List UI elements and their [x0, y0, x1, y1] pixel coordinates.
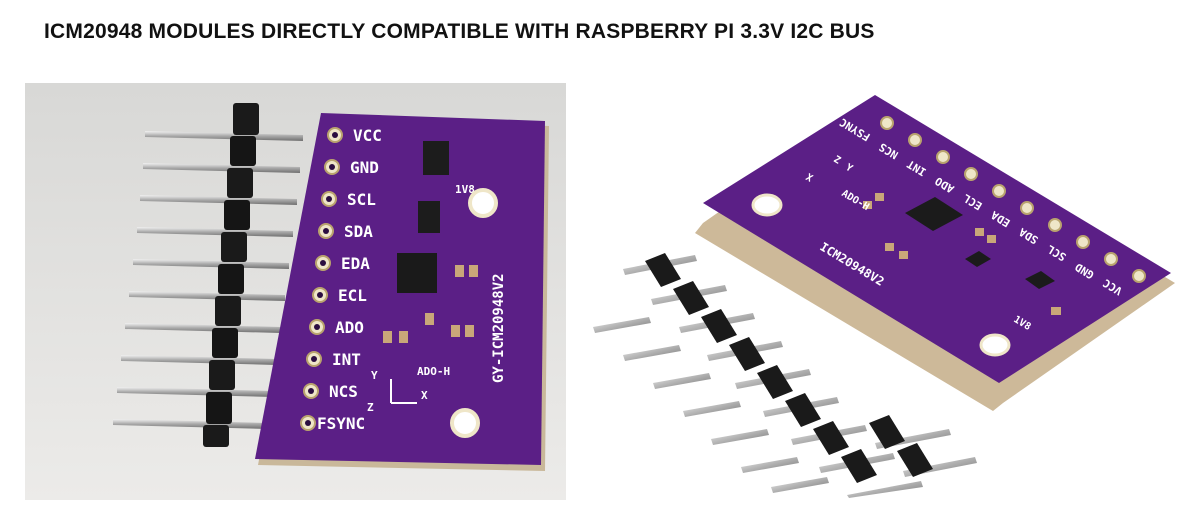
pin-label-int: INT: [332, 350, 361, 369]
icm20948-chip-angled: [905, 197, 963, 231]
axis-x-label: X: [421, 389, 428, 402]
axis-y-label: Y: [371, 369, 378, 382]
axis-z-label: Z: [367, 401, 374, 414]
mounting-hole-left: [751, 193, 783, 217]
regulator-chip: [423, 141, 449, 175]
pin-label-vcc: VCC: [353, 126, 382, 145]
axis-y-label-angled: Y: [843, 162, 854, 175]
pin-label-sda: SDA: [344, 222, 373, 241]
pin-header-plastic: [203, 103, 259, 447]
regulator-label: 1V8: [455, 183, 475, 196]
axis-x-label-angled: X: [803, 172, 814, 185]
mounting-hole-top: [468, 188, 498, 218]
pin-label-ecl: ECL: [338, 286, 367, 305]
pin-label-scl: SCL: [347, 190, 376, 209]
axis-z-label-angled: Z: [831, 154, 842, 167]
mounting-hole-right: [979, 333, 1011, 357]
pin-pads-angled: [880, 116, 1146, 283]
page-title: ICM20948 MODULES DIRECTLY COMPATIBLE WIT…: [44, 20, 875, 43]
pin-label-ncs: NCS: [329, 382, 358, 401]
pin-label-gnd: GND: [350, 158, 379, 177]
model-label: GY-ICM20948V2: [491, 273, 507, 383]
mounting-hole-bottom: [450, 408, 480, 438]
pin-label-fsync: FSYNC: [317, 414, 365, 433]
pin-header: [113, 131, 303, 429]
pin-label-eda: EDA: [341, 254, 370, 273]
module-photo-angled: ICM20948V2 ADO-H 1V8 X Y Z VCC GND SCL S…: [575, 83, 1185, 503]
module-photo-front: VCC GND SCL SDA EDA ECL ADO INT NCS FSYN…: [25, 83, 566, 500]
pin-header-angled: [593, 253, 977, 498]
level-shifter-chip: [418, 201, 440, 233]
pin-label-ado: ADO: [335, 318, 364, 337]
axis-diagram: [390, 379, 417, 404]
icm20948-chip: [397, 253, 437, 293]
jumper-label: ADO-H: [417, 365, 450, 378]
